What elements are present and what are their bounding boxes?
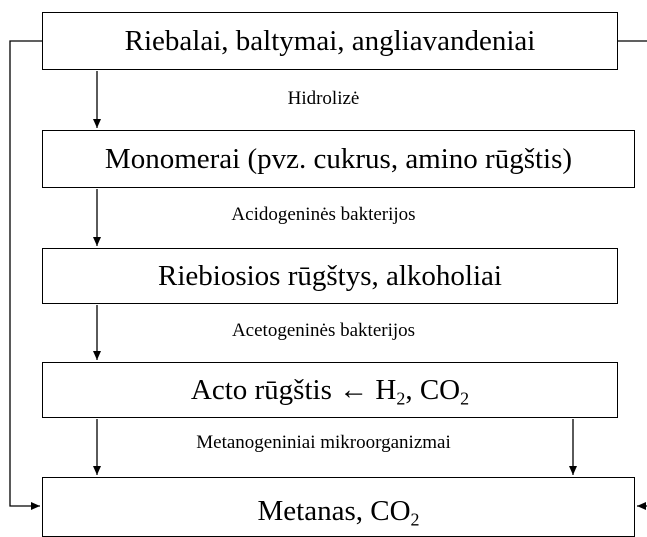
acidogenic-label: Acidogeninės bakterijos	[231, 204, 416, 225]
methanogenic-label: Metanogeniniai mikroorganizmai	[196, 432, 451, 453]
hydrolysis-label: Hidrolizė	[287, 88, 360, 109]
methane-label: Metanas, CO2	[257, 494, 420, 529]
monomers-box: Monomerai (pvz. cukrus, amino rūgštis)	[42, 130, 635, 188]
acetogenic-label: Acetogeninės bakterijos	[231, 320, 416, 341]
polymers-label: Riebalai, baltymai, angliavandeniai	[124, 24, 536, 57]
bypass-left-line	[9, 40, 42, 510]
fatty-acids-box: Riebiosios rūgštys, alkoholiai	[42, 248, 618, 304]
polymers-box: Riebalai, baltymai, angliavandeniai	[42, 12, 618, 70]
fatty-acids-label: Riebiosios rūgštys, alkoholiai	[158, 259, 502, 292]
acetic-acid-box: Acto rūgštis ← H2, CO2	[42, 362, 618, 418]
methane-box: Metanas, CO2	[42, 477, 635, 537]
monomers-label: Monomerai (pvz. cukrus, amino rūgštis)	[104, 142, 573, 175]
acetic-acid-label: Acto rūgštis ← H2, CO2	[190, 373, 470, 408]
